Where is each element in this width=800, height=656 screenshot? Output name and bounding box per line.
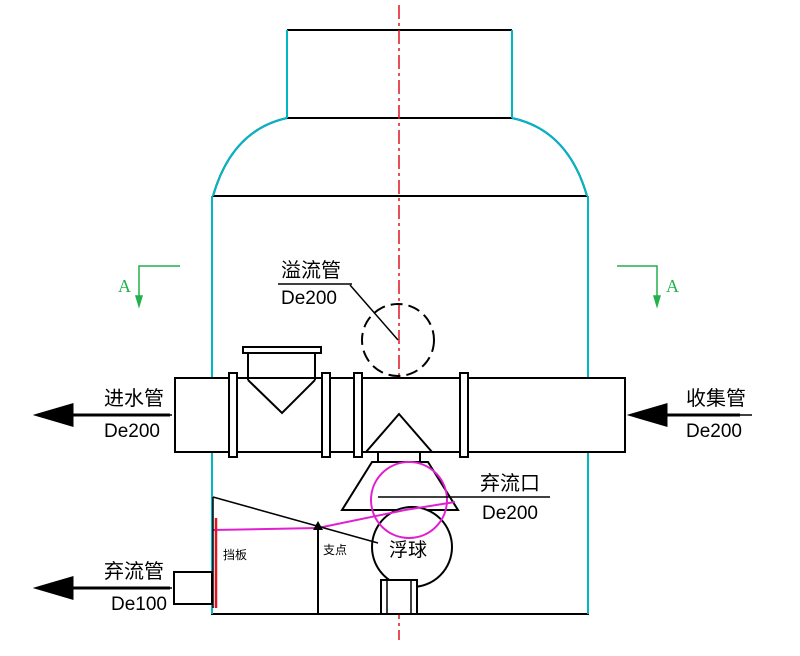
- float-ball-label: 浮球: [389, 539, 427, 561]
- discard-pipe-label: 弃流管: [104, 559, 164, 583]
- fulcrum-label: 支点: [323, 543, 347, 557]
- overflow-pipe-size: De200: [281, 288, 337, 309]
- diverter-outlet-circle: [370, 461, 448, 539]
- baffle-label: 挡板: [223, 548, 247, 562]
- inlet-pipe-size: De200: [104, 421, 160, 442]
- diverter-outlet-label: 弃流口: [480, 471, 540, 495]
- overflow-pipe-circle: [361, 303, 435, 377]
- overflow-pipe-label: 溢流管: [281, 258, 341, 282]
- diverter-outlet-size: De200: [482, 503, 538, 524]
- top-tee: [242, 346, 322, 415]
- overflow-leader: [349, 284, 399, 341]
- inlet-pipe-label: 进水管: [104, 386, 164, 410]
- section-label-right: A: [666, 276, 679, 296]
- section-mark-left: [134, 265, 180, 309]
- section-label-left: A: [118, 276, 131, 296]
- float-ball: [371, 506, 453, 615]
- fulcrum-arrow: [313, 521, 323, 530]
- collect-pipe-size: De200: [686, 421, 742, 442]
- lever-arm: [212, 501, 456, 531]
- section-mark-right: [617, 265, 662, 309]
- discard-pipe-size: De100: [111, 594, 167, 615]
- discard-pipe: [173, 571, 213, 605]
- collect-pipe-label: 收集管: [686, 386, 746, 410]
